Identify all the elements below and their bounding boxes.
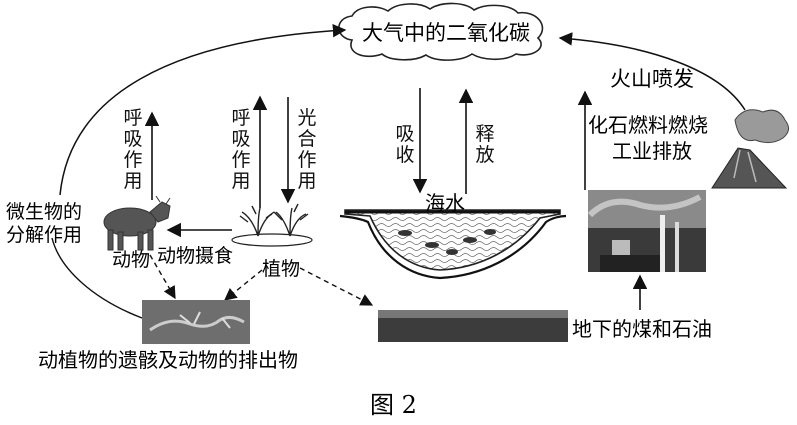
fossil-fuel-label: 化石燃料燃烧 [588,113,708,137]
plant-to-remains-arrow [225,270,262,300]
plants-image [232,204,312,246]
plant-respiration-label: 呼吸作用 [230,108,252,192]
animal-label: 动物 [112,249,150,271]
ocean-image [340,210,566,278]
animal-cow-image [104,196,170,250]
seawater-label: 海水 [425,191,465,215]
remains-label: 动植物的遗骸及动物的排出物 [38,348,298,372]
volcano-image [712,110,789,188]
release-label: 释放 [474,124,496,166]
coal-oil-label: 地下的煤和石油 [572,317,712,341]
industry-label: 工业排放 [612,139,692,163]
microbe-label-line1: 微生物的 [6,201,82,223]
animal-feeding-label: 动物摄食 [157,245,233,267]
microbe-label-line2: 分解作用 [6,224,82,246]
remains-image [142,300,250,344]
atmosphere-label: 大气中的二氧化碳 [362,21,530,45]
animal-respiration-label: 呼吸作用 [122,108,144,192]
figure-caption: 图 2 [370,391,417,419]
absorb-label: 吸收 [394,124,416,166]
plant-label: 植物 [262,258,300,280]
volcano-label: 火山喷发 [610,67,694,91]
plant-to-coal-arrow [300,268,372,305]
factory-image [588,190,706,272]
photosynthesis-label: 光合作用 [296,108,318,192]
coal-oil-image [378,310,568,342]
